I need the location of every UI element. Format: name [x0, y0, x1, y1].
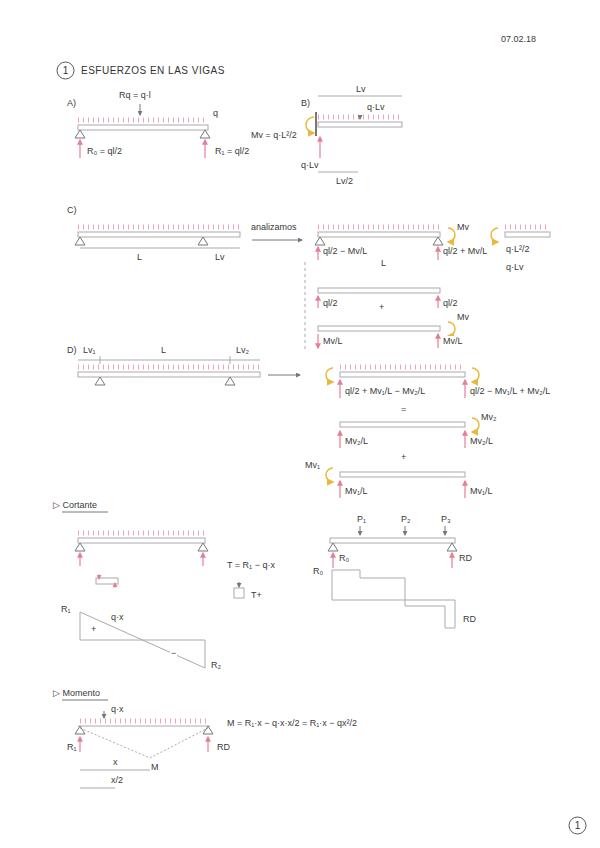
number-text: 1 [56, 61, 75, 80]
annotation: Rq = q·l [118, 90, 152, 101]
annotation: Mv₂ [480, 412, 498, 423]
annotation: Lv [355, 84, 367, 95]
annotation: ql/2 − Mv/L [322, 246, 368, 257]
page-heading: ESFUERZOS EN LAS VIGAS [80, 65, 226, 77]
circled-number: 1 [56, 61, 75, 80]
annotation: B) [300, 98, 311, 109]
annotation: q [212, 108, 219, 119]
annotation: M = R₁·x − q·x·x/2 = R₁·x − qx²/2 [226, 718, 358, 729]
number-text: 1 [568, 816, 587, 835]
annotation: L [380, 258, 387, 269]
annotation: ql/2 + Mv₁/L − Mv₂/L [344, 386, 426, 397]
annotation: R₁ [60, 604, 72, 615]
annotation: RD [458, 553, 473, 564]
annotation: x/2 [110, 775, 124, 786]
circled-number: 1 [568, 816, 587, 835]
annotation: Lv/2 [335, 176, 354, 187]
annotation: R₀ [338, 553, 350, 564]
annotation: q·x [110, 612, 125, 623]
annotation: T+ [250, 590, 263, 601]
annotation: ql/2 [442, 298, 459, 309]
annotation: ql/2 [322, 298, 339, 309]
annotation: RD [462, 614, 477, 625]
annotation: R₀ = ql/2 [86, 146, 123, 157]
annotation: + [378, 302, 385, 313]
annotation: M [150, 762, 160, 773]
annotation: R₀ [312, 566, 324, 577]
annotation: q·Lv [505, 262, 525, 273]
annotation: R₁ = ql/2 [214, 146, 250, 157]
annotation: R₂ [210, 660, 222, 671]
annotation: A) [66, 98, 77, 109]
annotation: T = R₁ − q·x [226, 560, 276, 571]
annotation: q·L²/2 [505, 244, 531, 255]
annotation: analizamos [250, 222, 298, 233]
annotation: RD [216, 742, 231, 753]
annotation: R₁ [66, 742, 78, 753]
annotation: P₃ [440, 514, 452, 525]
annotation: Mv [456, 222, 470, 233]
annotation: Lv [214, 252, 226, 263]
annotation: Mv₁/L [469, 486, 494, 497]
annotation: ▷ Cortante [52, 500, 98, 511]
annotation: Mv₁ [304, 460, 321, 471]
annotation: Lv₁ [82, 345, 97, 356]
annotation: q·Lv [366, 102, 386, 113]
annotation: Mv₂/L [344, 436, 369, 447]
annotation: ▷ Momento [52, 688, 101, 699]
annotation: L [160, 345, 167, 356]
annotation: 07.02.18 [500, 34, 537, 45]
annotation: q·Lv [300, 160, 320, 171]
annotation: + [90, 624, 97, 635]
annotation: q·x [110, 704, 125, 715]
annotation: D) [66, 345, 78, 356]
annotation: ql/2 − Mv₁/L + Mv₂/L [469, 386, 551, 397]
annotation: = [400, 404, 407, 415]
annotation: P₁ [356, 514, 367, 525]
annotation: Mv/L [322, 336, 344, 347]
annotation: ql/2 + Mv/L [442, 246, 488, 257]
annotation: x [112, 757, 119, 768]
annotation: Mv₁/L [344, 486, 369, 497]
annotation: P₂ [400, 514, 412, 525]
annotation: Mv/L [442, 336, 464, 347]
annotation: Mv₂/L [469, 436, 494, 447]
annotation: Mv = q·L²/2 [250, 130, 298, 141]
annotation: Mv [456, 312, 470, 323]
annotation: + [400, 452, 407, 463]
annotation: − [170, 648, 177, 659]
annotation: Lv₂ [235, 345, 250, 356]
annotation: C) [66, 205, 78, 216]
annotation: L [136, 252, 143, 263]
